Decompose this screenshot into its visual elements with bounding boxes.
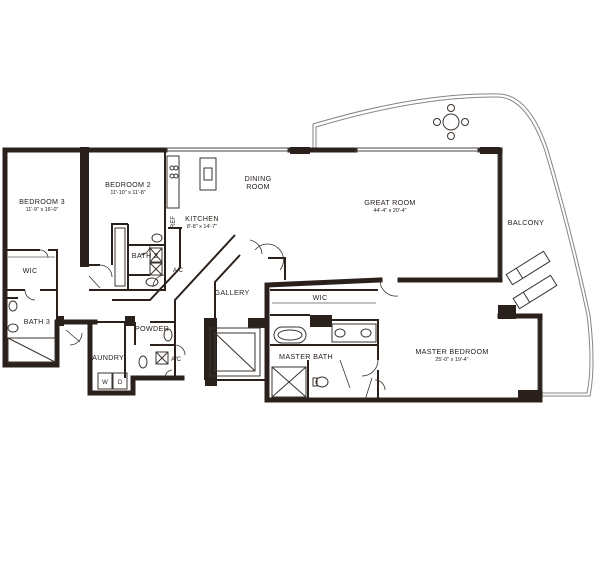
dining-label-line1: DINING — [245, 174, 272, 183]
wic-left-label: WIC — [23, 266, 38, 275]
ac-label-2: A/C — [171, 357, 182, 363]
washer-label: W — [102, 380, 108, 386]
master-bedroom-label: MASTER BEDROOM — [415, 347, 488, 356]
powder-label: POWDER — [135, 324, 169, 333]
bedroom2-dims: 11'-10" x 11'-8" — [110, 190, 145, 196]
kitchen-counters — [166, 155, 217, 209]
bath2-fixtures — [114, 227, 163, 287]
kitchen-dims: 8'-8" x 14'-7" — [187, 224, 217, 230]
bedroom3-label: BEDROOM 3 — [19, 197, 65, 206]
room-labels: BEDROOM 3 11'-9" x 16'-0" BEDROOM 2 11'-… — [19, 174, 544, 363]
powder-fixtures — [138, 328, 173, 369]
interior-walls — [5, 150, 379, 400]
master-bedroom-dims: 25'-0" x 19'-4" — [435, 357, 468, 363]
lounge-chairs-icon — [505, 250, 558, 310]
ac-label-1: A/C — [173, 268, 184, 274]
great-room-label: GREAT ROOM — [364, 198, 415, 207]
great-room-dims: 44'-4" x 20'-4" — [373, 208, 406, 214]
bath3-label: BATH 3 — [24, 317, 50, 326]
balcony-railing — [312, 93, 594, 397]
bath3-fixtures — [7, 300, 56, 363]
wic-master-label: WIC — [313, 293, 328, 302]
master-bath-fixtures — [271, 323, 377, 398]
windows — [165, 147, 543, 390]
fixture-labels: REF A/C A/C W D — [102, 216, 183, 386]
bedroom3-dims: 11'-9" x 16'-0" — [26, 207, 59, 213]
balcony-area — [312, 93, 594, 397]
elevator-icon — [209, 327, 261, 377]
bedroom2-label: BEDROOM 2 — [105, 180, 151, 189]
gallery-label: GALLERY — [214, 288, 249, 297]
laundry-machines — [97, 372, 128, 390]
dryer-label: D — [118, 380, 123, 386]
ref-label: REF — [171, 216, 177, 228]
dining-label-line2: ROOM — [246, 182, 270, 191]
kitchen-label: KITCHEN — [185, 214, 219, 223]
master-bath-label: MASTER BATH — [279, 352, 333, 361]
laundry-label: LAUNDRY — [88, 353, 124, 362]
outdoor-table-icon — [433, 104, 469, 140]
balcony-label: BALCONY — [508, 218, 544, 227]
bath2-label: BATH 2 — [132, 251, 158, 260]
